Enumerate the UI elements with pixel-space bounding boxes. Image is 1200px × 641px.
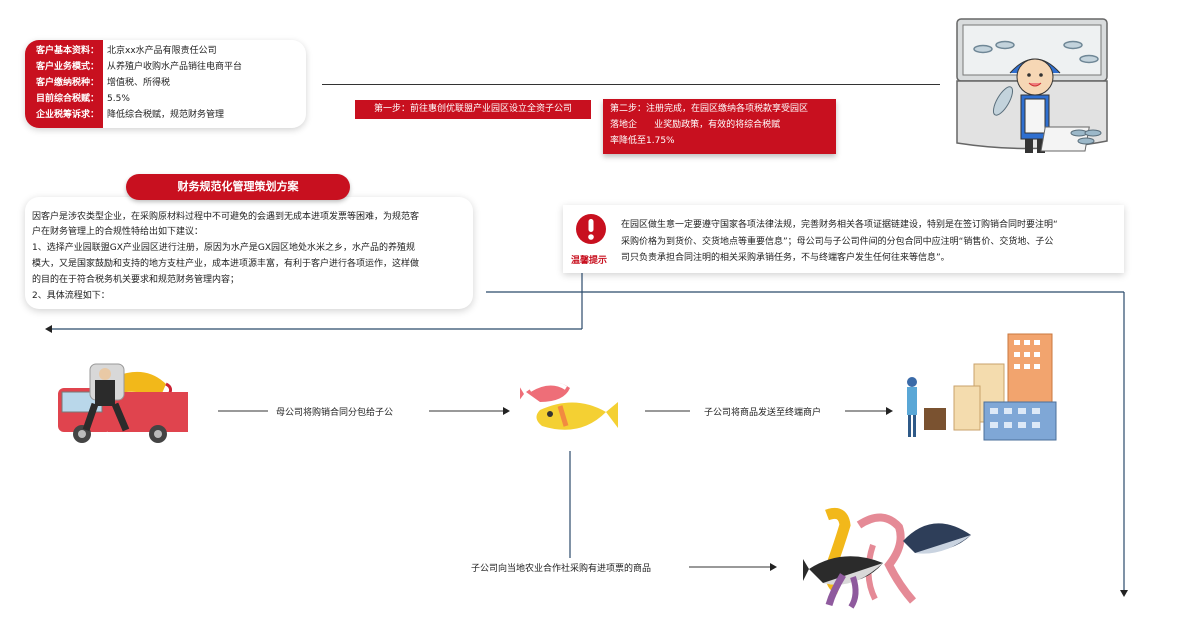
warm-tip-card: 温馨提示 在园区做生意一定要遵守国家各项法律法规，完善财务相关各项证据链建设，特… [563,205,1124,273]
city-merchant-illustration [900,330,1070,448]
plan-title: 财务规范化管理策划方案 [126,174,350,200]
info-row-demand: 企业税筹诉求： 降低综合税赋，规范财务管理 [25,107,306,123]
info-value: 从养殖户收购水产品销往电商平台 [107,62,243,72]
info-row-company: 客户基本资料： 北京xx水产品有限责任公司 [25,43,306,59]
step-two-box: 第二步：注册完成，在园区缴纳各项税款享受园区 落地企 业奖励政策，有效的将综合税… [603,99,836,154]
step-one-box: 第一步：前往惠创优联盟产业园区设立全资子公司 [355,100,591,119]
plan-text-line: 1、选择产业园联盟GX产业园区进行注册，原因为水产是GX园区地处水米之乡，水产品… [32,243,416,253]
exclamation-icon [575,213,607,245]
info-label: 客户缴纳税种： [35,78,99,88]
info-label: 客户业务模式： [35,62,99,72]
flow-label-sub-to-merchant: 子公司将商品发送至终端商户 [704,408,822,418]
flow-label-parent-to-sub: 母公司将购销合同分包给子公 [276,408,394,418]
step-two-line: 第二步：注册完成，在园区缴纳各项税款享受园区 [610,104,809,114]
info-label: 客户基本资料： [35,46,99,56]
info-label-column [25,40,103,128]
warm-tip-label: 温馨提示 [571,256,608,266]
info-label: 企业税筹诉求： [35,110,99,120]
tip-text-line: 在园区做生意一定要遵守国家各项法律法规，完善财务相关各项证据链建设，特别是在签订… [621,220,1058,230]
step-two-line: 率降低至1.75% [610,136,675,146]
tip-text-line: 采购价格为到货价、交货地点等重要信息”；母公司与子公司件间的分包合同中应注明“销… [621,237,1054,247]
info-row-tax-rate: 目前综合税赋： 5.5% [25,91,306,107]
info-label: 目前综合税赋： [35,94,99,104]
tip-text-line: 司只负责承担合同注明的相关采购承销任务，不与终端客户发生任何往来等信息”。 [621,253,950,263]
plan-text-line: 2、具体流程如下： [32,291,110,301]
plan-text-line: 模大，又是国家鼓励和支持的地方支柱产业，成本进项源丰富，有利于客户进行各项运作，… [32,259,420,269]
top-divider-line [322,84,940,85]
info-value: 北京xx水产品有限责任公司 [107,46,217,56]
truck-boss-illustration [48,358,193,446]
step-two-line: 落地企 业奖励政策，有效的将综合税赋 [610,120,781,130]
sea-creatures-illustration [803,505,981,610]
fish-illustration [518,376,620,444]
info-row-taxes: 客户缴纳税种： 增值税、所得税 [25,75,306,91]
info-value: 5.5% [107,94,130,104]
flow-label-sub-purchase: 子公司向当地农业合作社采购有进项票的商品 [471,564,652,574]
plan-text-line: 因客户是涉农类型企业，在采购原材料过程中不可避免的会遇到无成本进项发票等困难，为… [32,212,420,222]
plan-text-line: 户在财务管理上的合规性特给出如下建议： [32,227,204,237]
plan-description-card: 因客户是涉农类型企业，在采购原材料过程中不可避免的会遇到无成本进项发票等困难，为… [25,197,473,309]
info-row-business: 客户业务模式： 从养殖户收购水产品销往电商平台 [25,59,306,75]
fishmonger-illustration [955,15,1125,165]
customer-info-card: 客户基本资料： 北京xx水产品有限责任公司 客户业务模式： 从养殖户收购水产品销… [25,40,306,128]
info-value: 降低综合税赋，规范财务管理 [107,110,225,120]
info-value: 增值税、所得税 [107,78,171,88]
plan-text-line: 的目的在于符合税务机关要求和规范财务管理内容； [32,275,240,285]
